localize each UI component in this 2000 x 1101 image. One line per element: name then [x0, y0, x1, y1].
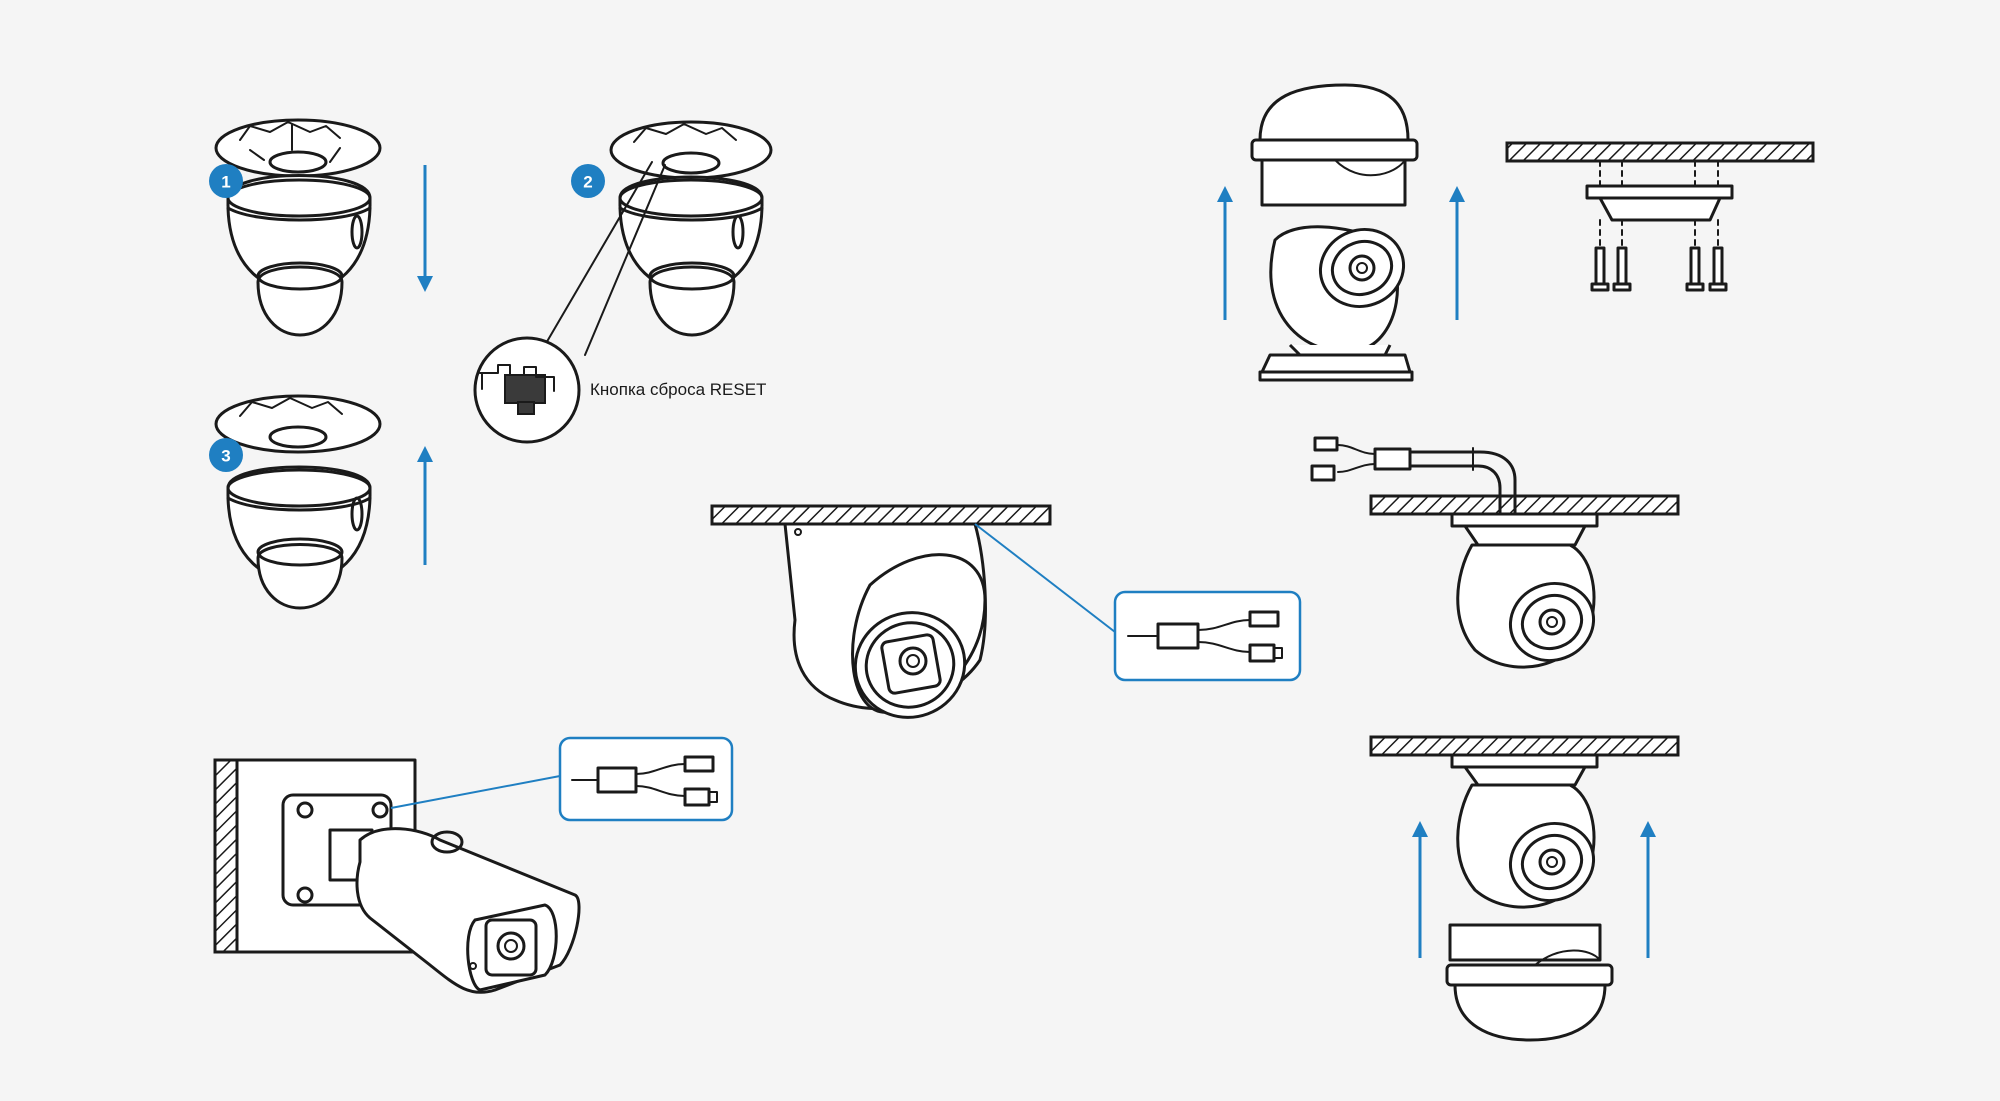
turret-mounted-cable: [1450, 512, 1599, 669]
ceiling-right-middle: [1369, 494, 1680, 516]
step-1-badge: 1: [209, 164, 243, 198]
reset-callout: Кнопка сброса RESET: [473, 161, 766, 444]
mount-plate-screws: [1585, 160, 1734, 292]
bullet-camera: [281, 793, 581, 994]
step-2-dome-camera: [609, 120, 773, 337]
assembly-arrow-right: [1640, 821, 1656, 958]
bullet-cable-callout: [390, 736, 734, 822]
network-cable-icon-2: [571, 755, 718, 807]
reset-button-label: Кнопка сброса RESET: [590, 380, 766, 399]
screw-icon-4: [1708, 246, 1728, 292]
turret-exploded: [1250, 83, 1419, 382]
step-1-arrow-down: [417, 165, 433, 292]
step-3-arrow-up: [417, 446, 433, 565]
center-cable-callout: [974, 523, 1302, 682]
turret-camera-center: [783, 522, 987, 719]
turret-arrow-right: [1449, 186, 1465, 320]
turret-assembly-bottom: [1445, 753, 1614, 1042]
reset-button-icon: [479, 364, 555, 415]
network-cable-icon: [1127, 610, 1283, 663]
step-3-badge: 3: [209, 438, 243, 472]
step-3-number: 3: [221, 447, 230, 466]
assembly-arrow-left: [1412, 821, 1428, 958]
ceiling-top-right: [1505, 141, 1815, 163]
turret-arrow-left: [1217, 186, 1233, 320]
screw-icon-2: [1612, 246, 1632, 292]
step-2-number: 2: [583, 173, 592, 192]
step-2-badge: 2: [571, 164, 605, 198]
ceiling-center: [710, 504, 1052, 526]
screw-icon-1: [1590, 246, 1610, 292]
step-1-number: 1: [221, 173, 230, 192]
screw-icon-3: [1685, 246, 1705, 292]
step-3-dome-camera: [214, 394, 382, 610]
cable-conduit: [1310, 436, 1517, 516]
step-1-dome-camera: [214, 118, 382, 337]
ceiling-bottom-right: [1369, 735, 1680, 757]
